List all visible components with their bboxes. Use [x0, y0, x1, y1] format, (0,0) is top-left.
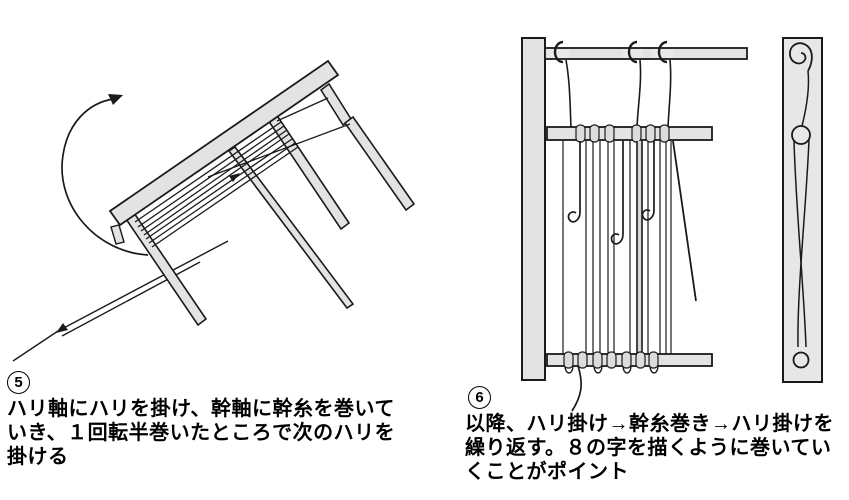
thread: [636, 59, 642, 128]
figure8-thread: [793, 139, 810, 348]
thread: [145, 138, 293, 240]
rotation-arrow-head-icon: [108, 94, 123, 105]
thread: [797, 139, 810, 348]
vertical-post: [521, 37, 546, 381]
step6-frame-figure: [521, 37, 823, 412]
rod-hooks: [553, 40, 668, 64]
step5-number: 5: [14, 374, 23, 391]
doubled-thread-band: [637, 141, 642, 355]
side-view-panel: [782, 37, 823, 383]
wrap: [575, 124, 586, 143]
main-bar: [108, 59, 340, 227]
wrap: [592, 351, 603, 369]
main-bar-end-stub: [110, 224, 125, 245]
fish-hook-icon: [641, 209, 655, 221]
loop: [564, 366, 574, 374]
caption-line: 以降、ハリ掛け→幹糸巻き→ハリ掛けを: [465, 413, 834, 435]
step5-caption: ハリ軸にハリを掛け、幹軸に幹糸を巻いて いき、１回転半巻いたところで次のハリを …: [7, 397, 395, 469]
incoming-line-tail: [12, 330, 59, 362]
incoming-line-b: [61, 261, 201, 337]
thread: [667, 59, 672, 128]
fish-hook-icon: [657, 40, 668, 64]
winding-direction-arrow-icon: [229, 173, 240, 182]
thread: [134, 121, 282, 223]
rotation-arrow: [61, 98, 149, 256]
thread-to-right-peg-lower: [207, 123, 351, 178]
wrap: [589, 124, 600, 143]
thread: [140, 129, 288, 232]
step5-number-badge: 5: [7, 371, 30, 394]
right-peg-lower: [343, 115, 416, 212]
caption-line: いき、１回転半巻いたところで次のハリを: [7, 422, 396, 444]
wrap: [621, 351, 632, 369]
wound-thread-lines: [134, 97, 351, 248]
thread: [148, 142, 296, 244]
wrap: [563, 351, 574, 369]
fish-hook-icon: [627, 40, 638, 64]
caption-line: 掛ける: [7, 446, 69, 468]
step6-number-badge: 6: [468, 386, 491, 409]
rod-gap: [548, 49, 569, 58]
center-long-peg: [227, 145, 355, 310]
left-peg: [122, 208, 208, 327]
wrap: [604, 124, 615, 143]
hook-threads: [565, 59, 672, 128]
thread: [793, 140, 807, 348]
coil-thread: [801, 70, 810, 127]
top-coil-icon: [789, 42, 813, 72]
loop: [649, 366, 659, 374]
bottom-crossbar-wraps: [563, 351, 659, 369]
wrap: [659, 124, 670, 143]
rod-gap: [622, 49, 643, 58]
middle-crossbar: [546, 126, 713, 141]
right-peg-upper: [319, 82, 353, 127]
wrap: [648, 351, 659, 369]
thread-to-right-peg-upper: [276, 97, 329, 122]
caption-line: ハリ軸にハリを掛け、幹軸に幹糸を巻いて: [7, 398, 395, 420]
incoming-line-a: [57, 240, 229, 332]
thread: [143, 133, 290, 236]
step6-caption: 以降、ハリ掛け→幹糸巻き→ハリ掛けを 繰り返す。８の字を描くように巻いてい くこ…: [465, 412, 834, 484]
thread: [151, 146, 299, 248]
wrap: [631, 124, 642, 143]
fish-hook-icon: [610, 233, 624, 245]
hook-rod: [544, 47, 748, 60]
tail-thread: [571, 365, 582, 412]
lower-peg-circle: [792, 351, 810, 369]
bottom-wrap-loops: [564, 366, 659, 374]
fish-hook-icon: [553, 40, 564, 64]
wrap: [606, 351, 617, 369]
rod-gap: [652, 49, 673, 58]
loop: [622, 366, 632, 374]
wrap: [577, 351, 588, 369]
loop: [593, 366, 603, 374]
step5-winding-board-figure: [12, 59, 416, 362]
caption-line: 繰り返す。８の字を描くように巻いてい: [465, 437, 832, 459]
hanging-hooks: [567, 141, 655, 245]
caption-line: くことがポイント: [465, 461, 629, 483]
middle-crossbar-wraps: [575, 124, 670, 143]
wrap: [635, 351, 646, 369]
diagonal-thread: [672, 140, 697, 302]
fish-hook-icon: [567, 211, 581, 223]
hook-rod-wrap-gaps: [548, 49, 673, 58]
thread: [565, 59, 572, 128]
warp-threads: [562, 141, 672, 355]
step6-number: 6: [475, 389, 484, 406]
wrap: [645, 124, 656, 143]
upper-peg-circle: [791, 125, 811, 145]
incoming-line-arrowhead-icon: [56, 323, 68, 333]
